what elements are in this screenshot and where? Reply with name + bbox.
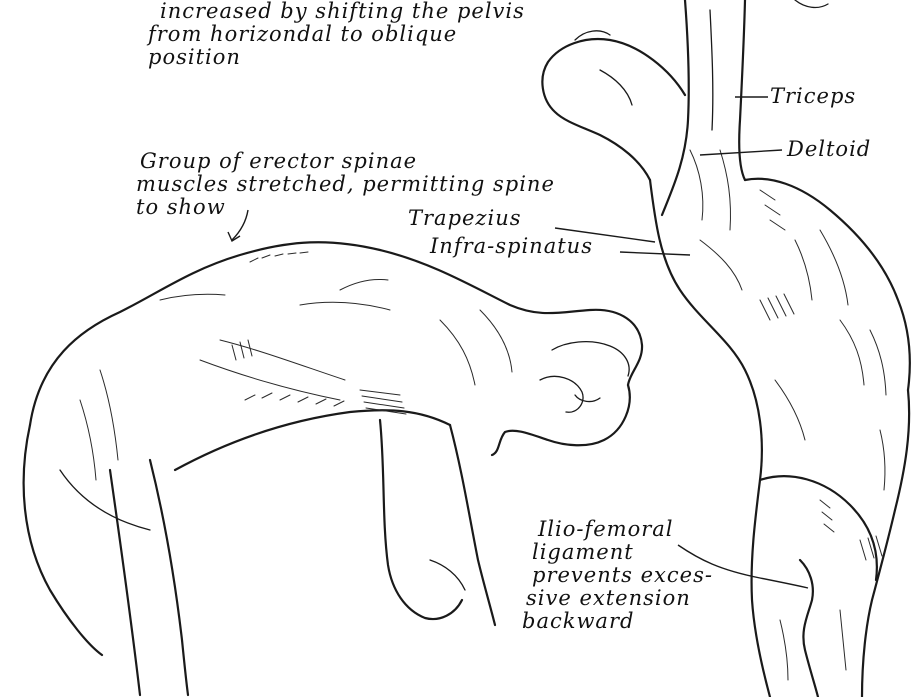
pelvis-note-line-1: increased by shifting the pelvis xyxy=(160,0,525,23)
pelvis-note-line-2: from horizondal to oblique xyxy=(148,23,525,46)
bent-figure-belly xyxy=(175,410,450,470)
pelvis-note-line-3: position xyxy=(148,46,525,69)
ligament-note-line-3: prevents exces- xyxy=(532,564,713,587)
bent-figure-arm xyxy=(380,420,462,619)
ligament-note-line-4: sive extension xyxy=(526,587,713,610)
trapezius-label: Trapezius xyxy=(408,207,522,230)
ligament-note: Ilio-femoral ligament prevents exces- si… xyxy=(532,518,713,633)
erector-note-line-2: muscles stretched, permitting spine xyxy=(136,173,555,196)
bent-figure-back-outline xyxy=(30,242,642,425)
arched-figure-front xyxy=(862,390,909,697)
ligament-note-line-5: backward xyxy=(522,610,713,633)
arched-figure-head xyxy=(542,39,685,180)
arched-figure-shoulder xyxy=(745,179,910,390)
deltoid-leader xyxy=(700,150,782,155)
pelvis-note: increased by shifting the pelvis from ho… xyxy=(160,0,525,69)
deltoid-label: Deltoid xyxy=(787,138,871,161)
arched-figure-arm xyxy=(662,0,689,215)
ligament-note-line-2: ligament xyxy=(532,541,713,564)
infraspinatus-leader xyxy=(620,252,690,255)
bent-figure-leg xyxy=(150,460,188,695)
bent-figure-head xyxy=(492,385,630,455)
erector-note-line-1: Group of erector spinae xyxy=(140,150,555,173)
bent-figure-hip xyxy=(24,425,102,655)
infraspinatus-label: Infra-spinatus xyxy=(430,235,593,258)
triceps-label: Triceps xyxy=(770,85,856,108)
ligament-note-line-1: Ilio-femoral xyxy=(538,518,713,541)
